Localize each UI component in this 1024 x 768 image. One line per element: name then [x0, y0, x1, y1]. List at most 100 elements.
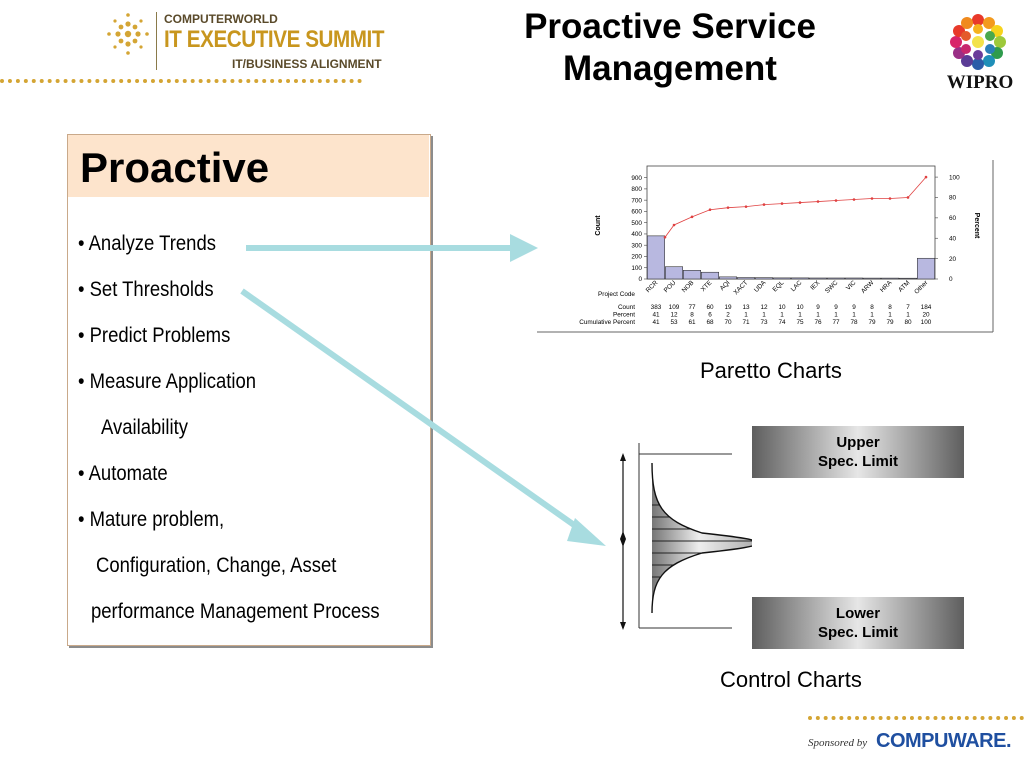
- lower-spec-line-1: Lower: [835, 605, 881, 622]
- pareto-category-label: Other: [913, 279, 930, 296]
- pareto-table-cell: 1: [816, 312, 820, 319]
- bullet-predict-problems: • Predict Problems: [78, 324, 231, 347]
- pareto-y2-tick-label: 80: [949, 195, 957, 202]
- pareto-table-cell: 76: [814, 319, 822, 326]
- pareto-bar: [683, 270, 702, 280]
- bell-curve: [651, 462, 752, 614]
- pareto-y-axis-label: Count: [595, 215, 602, 236]
- pareto-bar: [737, 277, 756, 280]
- pareto-plot-frame: [646, 165, 936, 280]
- pareto-bars: [647, 235, 935, 280]
- pareto-table-cell: 1: [906, 312, 910, 319]
- logo-line-1: COMPUTERWORLD: [164, 12, 278, 26]
- pareto-cumulative-point: [726, 206, 730, 209]
- pareto-table-cell: 383: [651, 304, 662, 311]
- pareto-bar: [916, 257, 935, 280]
- pareto-table-cell: 20: [922, 312, 930, 319]
- footer-dotted-rule: [808, 716, 1024, 720]
- pareto-table-cell: 74: [778, 319, 786, 326]
- pareto-table-cell: 7: [906, 304, 910, 311]
- bullet-automate: • Automate: [78, 462, 168, 485]
- bullet-mature-problem: • Mature problem,: [78, 508, 225, 531]
- pareto-category-label: EQL: [771, 279, 785, 293]
- control-caption: Control Charts: [720, 667, 862, 692]
- pareto-cumulative-point: [870, 197, 874, 200]
- pareto-bar: [880, 277, 899, 280]
- bullet-measure-application: • Measure Application: [78, 370, 257, 393]
- pareto-cumulative-point: [852, 198, 856, 201]
- pareto-table-cell: 77: [688, 304, 696, 311]
- upper-spec-line-2: Spec. Limit: [817, 453, 899, 470]
- pareto-table-cell: 60: [706, 304, 714, 311]
- pareto-table-cell: 1: [834, 312, 838, 319]
- pareto-cumulative-point: [888, 197, 892, 200]
- pareto-chart: 0100200300400500600700800900020406080100…: [537, 160, 994, 333]
- pareto-y2-tick-label: 0: [949, 276, 953, 283]
- pareto-table-cell: 71: [742, 319, 750, 326]
- pareto-table-cell: 6: [708, 312, 712, 319]
- pareto-table-cell: 12: [670, 312, 678, 319]
- pareto-table-row-label: Percent: [613, 312, 635, 319]
- pareto-cumulative-point: [744, 205, 748, 208]
- pareto-y2-tick-label: 100: [949, 174, 960, 181]
- pareto-category-label: HRA: [879, 279, 894, 294]
- pareto-cumulative-point: [798, 201, 802, 204]
- wipro-flower-icon: [950, 14, 1006, 70]
- wipro-wordmark: WIPRO: [946, 72, 1014, 93]
- pareto-y-tick-label: 600: [631, 209, 642, 216]
- pareto-bar: [844, 277, 863, 280]
- control-chart-curve: [620, 443, 752, 630]
- pareto-table-cell: 41: [652, 312, 660, 319]
- pareto-table-cell: 53: [670, 319, 678, 326]
- bullet-performance-management: performance Management Process: [91, 600, 380, 623]
- pareto-category-label: LAC: [790, 279, 804, 293]
- pareto-bar: [701, 271, 720, 280]
- pareto-cumulative-point: [924, 175, 928, 179]
- dot-burst-icon: [107, 13, 149, 55]
- pareto-table-cell: 1: [888, 312, 892, 319]
- slide-title-line-2: Management: [563, 49, 777, 88]
- logo-line-2: IT EXECUTIVE SUMMIT: [164, 26, 385, 53]
- pareto-y2-tick-label: 20: [949, 256, 957, 263]
- pareto-cumulative-point: [708, 208, 712, 212]
- pareto-y-tick-label: 700: [631, 197, 642, 204]
- pareto-bar: [862, 277, 881, 280]
- pareto-table-cell: 19: [724, 304, 732, 311]
- pareto-table-cell: 12: [760, 304, 768, 311]
- pareto-y2-tick-label: 40: [949, 235, 957, 242]
- pareto-table-cell: 13: [742, 304, 750, 311]
- pareto-cumulative-point: [762, 203, 766, 206]
- pareto-table-cell: 70: [724, 319, 732, 326]
- bullet-configuration-change: Configuration, Change, Asset: [96, 554, 337, 577]
- logo-line-3: IT/BUSINESS ALIGNMENT: [232, 57, 382, 71]
- pareto-table-cell: 78: [850, 319, 858, 326]
- pareto-table-cell: 8: [690, 312, 694, 319]
- sponsor-logo: COMPUWARE.: [876, 730, 1012, 752]
- pareto-category-label: NOB: [681, 279, 696, 294]
- pareto-table-cell: 9: [852, 304, 856, 311]
- pareto-bar: [898, 277, 917, 280]
- pareto-cumulative-point: [672, 223, 676, 227]
- pareto-table-cell: 9: [834, 304, 838, 311]
- upper-spec-limit-box: Upper Spec. Limit: [752, 426, 964, 478]
- pareto-y-tick-label: 800: [631, 186, 642, 193]
- pareto-cumulative-point: [663, 235, 667, 239]
- slide-title-line-1: Proactive Service: [524, 7, 816, 46]
- pareto-table-cell: 100: [921, 319, 932, 326]
- sponsor-label: Sponsored by: [808, 737, 868, 749]
- pareto-table-cell: 10: [796, 304, 804, 311]
- pareto-y-tick-label: 200: [631, 254, 642, 261]
- pareto-table-cell: 10: [778, 304, 786, 311]
- pareto-category-label: SWC: [824, 279, 840, 295]
- pareto-table-cell: 1: [780, 312, 784, 319]
- pareto-cumulative-point: [780, 202, 784, 205]
- pareto-category-label: XTE: [700, 279, 714, 293]
- pareto-category-label: UDA: [753, 279, 768, 294]
- pareto-table-cell: 1: [852, 312, 856, 319]
- pareto-category-label: IEX: [809, 279, 822, 292]
- pareto-bar: [647, 235, 666, 280]
- pareto-table-cell: 77: [832, 319, 840, 326]
- pareto-bar: [808, 277, 827, 280]
- pareto-cumulative-point: [834, 199, 838, 202]
- control-range-arrows: [620, 443, 640, 630]
